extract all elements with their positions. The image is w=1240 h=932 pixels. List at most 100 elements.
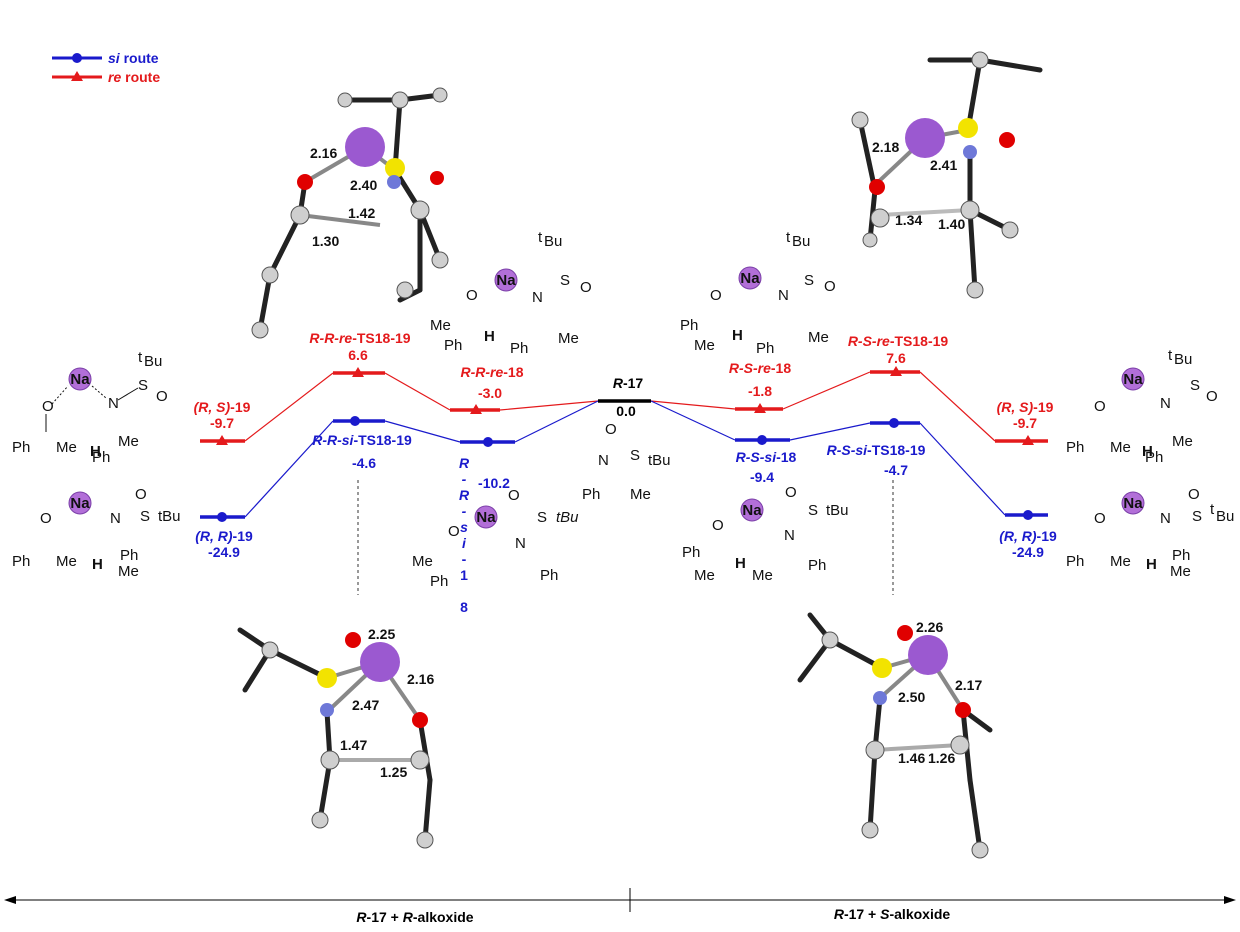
svg-text:N: N [515, 535, 526, 552]
svg-text:Me: Me [1172, 433, 1193, 450]
re-right-int-energy: -1.8 [748, 383, 772, 399]
si-right-int-energy: -9.4 [750, 469, 774, 485]
svg-text:Me: Me [558, 330, 579, 347]
structure-right-rr19: Na O N O S t Bu Ph Me H Ph Me [1066, 486, 1234, 580]
structure-left-rs19: Na O N S O t Bu Ph Me H Me Ph [12, 349, 168, 466]
si-left-ts-name: R-R-si-TS18-19 [312, 432, 412, 448]
axis-label-right: R-17 + S-alkoxide [834, 906, 951, 922]
svg-text:tBu: tBu [158, 508, 181, 525]
svg-text:Bu: Bu [1216, 508, 1234, 525]
svg-text:Ph: Ph [582, 486, 600, 503]
svg-text:N: N [1160, 395, 1171, 412]
svg-text:8: 8 [460, 599, 468, 615]
si-left-product-energy: -24.9 [208, 544, 240, 560]
re-right-int-name: R-S-re-18 [729, 360, 791, 376]
svg-text:Me: Me [118, 563, 139, 580]
svg-text:t: t [538, 229, 543, 246]
svg-text:Bu: Bu [1174, 351, 1192, 368]
r17-energy: 0.0 [616, 403, 636, 419]
svg-text:Me: Me [118, 433, 139, 450]
svg-text:N: N [598, 452, 609, 469]
svg-text:S: S [1192, 508, 1202, 525]
svg-text:Na: Na [70, 371, 90, 388]
svg-text:Na: Na [742, 502, 762, 519]
svg-text:S: S [808, 502, 818, 519]
svg-text:-: - [462, 551, 467, 567]
svg-text:Ph: Ph [12, 553, 30, 570]
svg-text:t: t [1210, 501, 1215, 518]
svg-text:Ph: Ph [1172, 547, 1190, 564]
svg-text:H: H [92, 556, 103, 573]
svg-text:O: O [605, 421, 617, 438]
r17-label: R-17 [613, 375, 644, 391]
svg-text:Na: Na [496, 272, 516, 289]
si-left-ts-energy: -4.6 [352, 455, 376, 471]
structure-r17: O S tBu N Ph Me [582, 421, 671, 503]
svg-text:O: O [508, 487, 520, 504]
re-legend-marker [71, 71, 83, 81]
svg-text:Ph: Ph [92, 449, 110, 466]
structure-right-rs19: Na O N S O t Bu Ph Me H Me Ph [1066, 347, 1218, 466]
svg-text:tBu: tBu [648, 452, 671, 469]
svg-text:O: O [42, 398, 54, 415]
svg-text:O: O [466, 287, 478, 304]
re-left-int-name: R-R-re-18 [460, 364, 523, 380]
svg-text:Na: Na [740, 270, 760, 287]
re-left-ts-energy: 6.6 [348, 347, 368, 363]
si-right-ts-energy: -4.7 [884, 462, 908, 478]
svg-text:1.42: 1.42 [348, 205, 375, 221]
svg-text:H: H [732, 327, 743, 344]
ts-3d-bottom-right: 2.26 2.50 2.17 1.46 1.26 [797, 612, 993, 859]
axis-label-left: R-17 + R-alkoxide [356, 909, 473, 925]
svg-text:O: O [40, 510, 52, 527]
structure-rr-si-18: Na O S tBu O N Me Ph Ph [412, 487, 579, 590]
svg-text:Me: Me [808, 329, 829, 346]
si-labels: (R, R)-19 -24.9 R-R-si-TS18-19 -4.6 R - … [195, 432, 1057, 615]
svg-text:Me: Me [1170, 563, 1191, 580]
si-legend-label: si route [108, 50, 159, 66]
svg-text:Me: Me [694, 337, 715, 354]
svg-text:S: S [804, 272, 814, 289]
svg-text:Na: Na [1123, 495, 1143, 512]
svg-text:Me: Me [56, 439, 77, 456]
structure-rs-si-18: Na O S tBu O N Ph H Me Me Ph [682, 484, 849, 584]
svg-text:Ph: Ph [808, 557, 826, 574]
svg-text:2.16: 2.16 [310, 145, 337, 161]
re-left-ts-name: R-R-re-TS18-19 [309, 330, 410, 346]
svg-text:H: H [1146, 556, 1157, 573]
structure-rr-re-18: Na O N S O t Bu Me H Ph Ph Me [430, 229, 592, 357]
si-legend-marker [72, 53, 82, 63]
svg-text:2.40: 2.40 [350, 177, 377, 193]
svg-text:O: O [156, 388, 168, 405]
svg-text:Me: Me [752, 567, 773, 584]
svg-text:O: O [785, 484, 797, 501]
svg-text:1: 1 [460, 567, 468, 583]
svg-text:R: R [459, 455, 470, 471]
svg-text:Ph: Ph [510, 340, 528, 357]
svg-text:H: H [484, 328, 495, 345]
svg-text:O: O [135, 486, 147, 503]
si-right-int-name: R-S-si-18 [736, 449, 797, 465]
svg-text:O: O [1188, 486, 1200, 503]
svg-text:Ph: Ph [1066, 553, 1084, 570]
svg-text:Me: Me [694, 567, 715, 584]
si-right-product-name: (R, R)-19 [999, 528, 1057, 544]
si-left-int-energy: -10.2 [478, 475, 510, 491]
svg-text:Ph: Ph [682, 544, 700, 561]
svg-text:-: - [462, 503, 467, 519]
svg-text:Na: Na [70, 495, 90, 512]
svg-text:2.25: 2.25 [368, 626, 395, 642]
svg-text:s: s [460, 519, 468, 535]
re-right-ts-energy: 7.6 [886, 350, 906, 366]
svg-text:S: S [138, 377, 148, 394]
svg-text:S: S [560, 272, 570, 289]
svg-text:Me: Me [412, 553, 433, 570]
si-right-ts-name: R-S-si-TS18-19 [827, 442, 926, 458]
svg-text:Ph: Ph [120, 547, 138, 564]
svg-text:N: N [1160, 510, 1171, 527]
svg-text:-: - [462, 471, 467, 487]
svg-text:2.41: 2.41 [930, 157, 957, 173]
svg-text:1.34: 1.34 [895, 212, 922, 228]
svg-text:Bu: Bu [792, 233, 810, 250]
